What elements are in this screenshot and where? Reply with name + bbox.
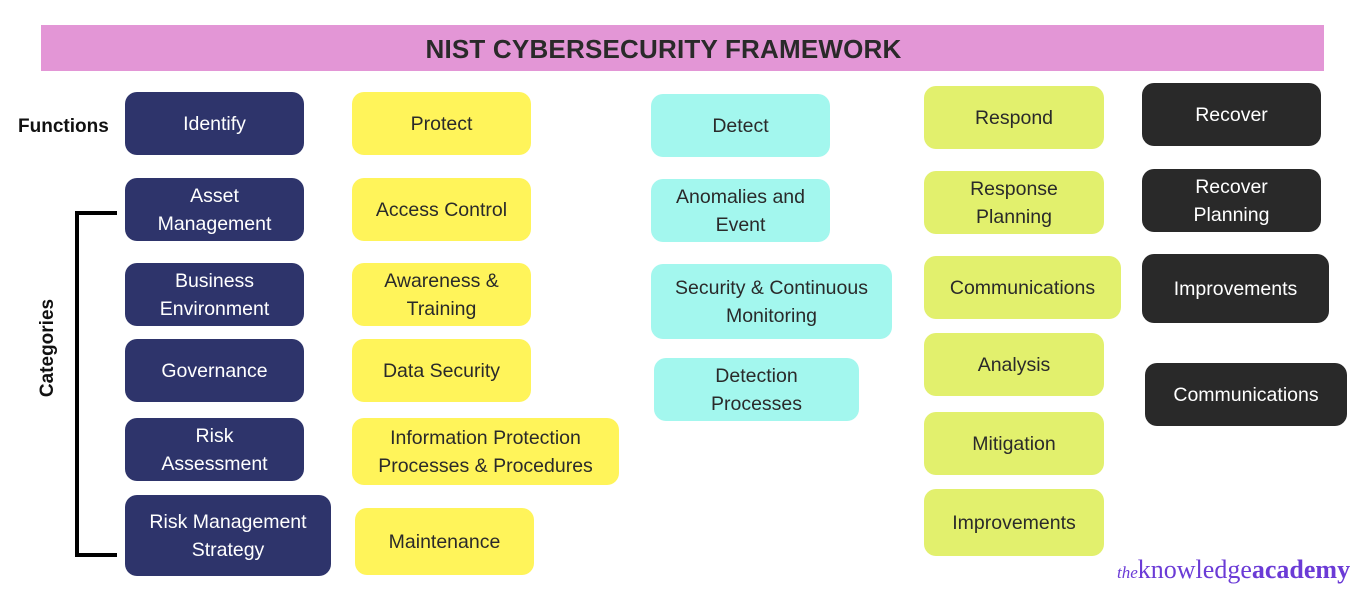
category-analysis: Analysis: [924, 333, 1104, 396]
category-response-planning: Response Planning: [924, 171, 1104, 234]
category-maintenance: Maintenance: [355, 508, 534, 575]
page-title: NIST CYBERSECURITY FRAMEWORK: [425, 34, 902, 64]
function-recover: Recover: [1142, 83, 1321, 146]
functions-row-label: Functions: [18, 116, 109, 137]
function-detect: Detect: [651, 94, 830, 157]
category-risk-assessment: Risk Assessment: [125, 418, 304, 481]
category-information-protection: Information Protection Processes & Proce…: [352, 418, 619, 485]
category-communications-respond: Communications: [924, 256, 1121, 319]
category-awareness-training: Awareness & Training: [352, 263, 531, 326]
category-governance: Governance: [125, 339, 304, 402]
category-improvements-respond: Improvements: [924, 489, 1104, 556]
category-communications-recover: Communications: [1145, 363, 1347, 426]
category-data-security: Data Security: [352, 339, 531, 402]
logo-the: the: [1117, 563, 1138, 582]
function-respond: Respond: [924, 86, 1104, 149]
category-mitigation: Mitigation: [924, 412, 1104, 475]
category-security-continuous-monitoring: Security & Continuous Monitoring: [651, 264, 892, 339]
category-access-control: Access Control: [352, 178, 531, 241]
logo-knowledge: knowledge: [1137, 555, 1252, 584]
category-asset-management: Asset Management: [125, 178, 304, 241]
knowledge-academy-logo: theknowledgeacademy: [1117, 555, 1350, 585]
category-risk-management-strategy: Risk Management Strategy: [125, 495, 331, 576]
category-detection-processes: Detection Processes: [654, 358, 859, 421]
function-protect: Protect: [352, 92, 531, 155]
category-improvements-recover: Improvements: [1142, 254, 1329, 323]
category-business-environment: Business Environment: [125, 263, 304, 326]
logo-academy: academy: [1251, 555, 1351, 584]
categories-row-label: Categories: [37, 298, 58, 398]
category-recover-planning: Recover Planning: [1142, 169, 1321, 232]
title-banner: NIST CYBERSECURITY FRAMEWORK: [41, 25, 1324, 71]
function-identify: Identify: [125, 92, 304, 155]
categories-bracket: [75, 211, 117, 557]
category-anomalies-and-event: Anomalies and Event: [651, 179, 830, 242]
